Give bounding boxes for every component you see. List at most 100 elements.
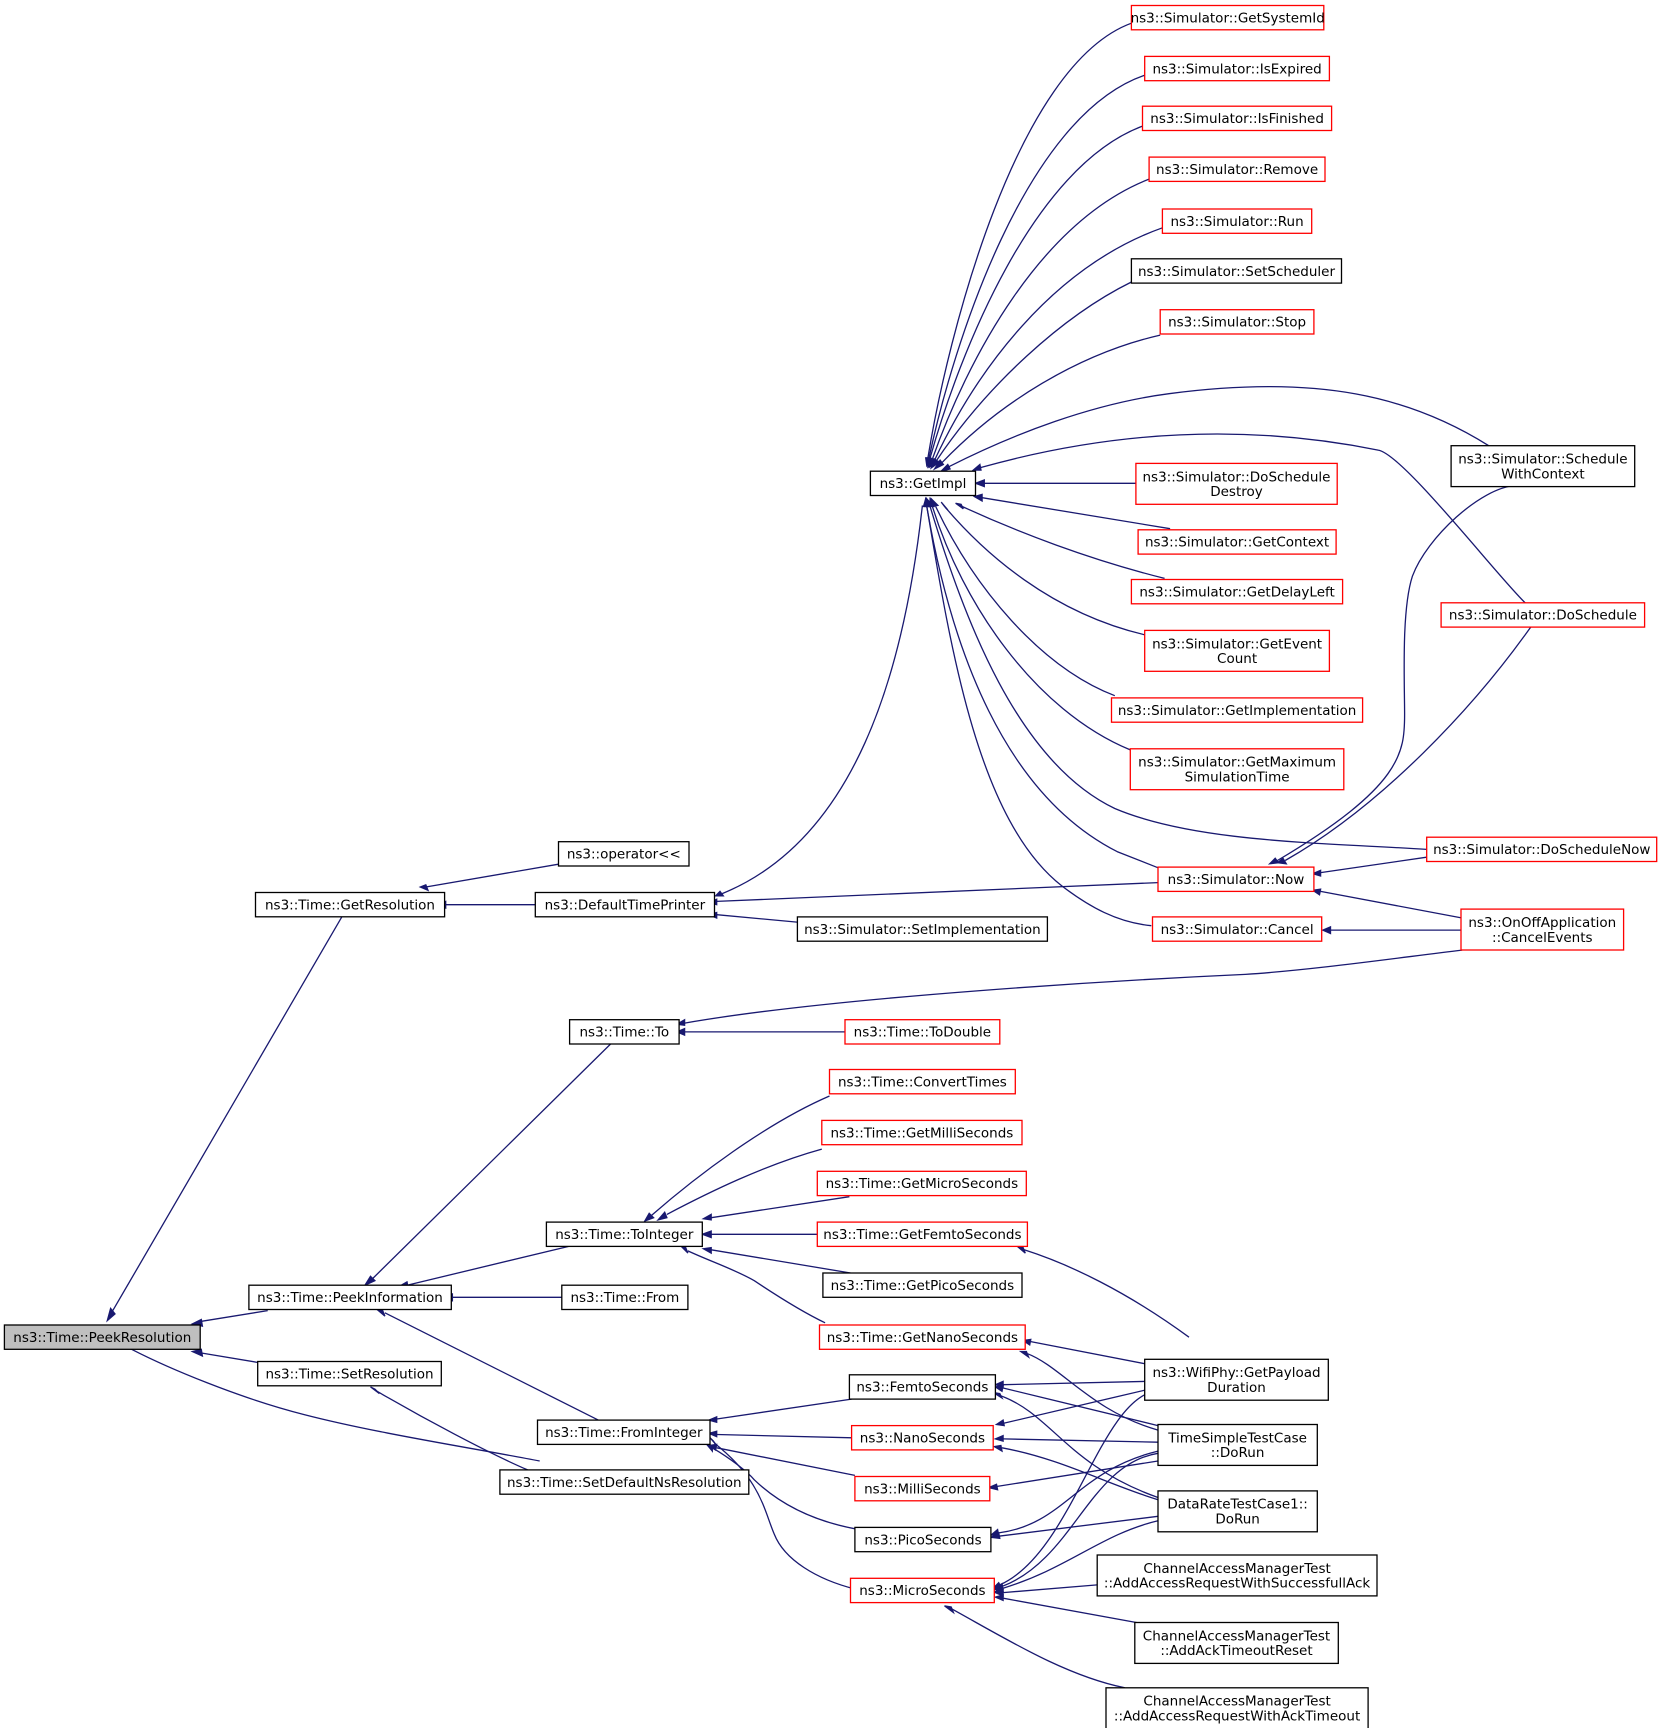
arrowhead-icon — [1311, 888, 1322, 896]
node-box — [254, 891, 446, 918]
node-box — [3, 1324, 201, 1350]
node-stop[interactable]: ns3::Simulator::Stop — [1159, 309, 1315, 335]
node-data-rate-test[interactable]: DataRateTestCase1::DoRun — [1157, 1490, 1318, 1533]
node-label: DataRateTestCase1:: — [1167, 1497, 1308, 1513]
node-get-pico[interactable]: ns3::Time::GetPicoSeconds — [822, 1272, 1023, 1298]
node-label: TimeSimpleTestCase — [1167, 1430, 1307, 1446]
node-box — [818, 1324, 1026, 1350]
arrowhead-icon — [993, 1594, 1004, 1602]
edge-time_to-to-peek_information — [363, 1042, 613, 1287]
edge-onoff_cancel-to-cancel — [1321, 925, 1463, 935]
node-label: SimulationTime — [1185, 769, 1290, 785]
node-nano-seconds[interactable]: ns3::NanoSeconds — [850, 1424, 994, 1451]
node-box — [1110, 697, 1364, 723]
node-box — [257, 1360, 442, 1387]
node-box — [536, 1419, 711, 1446]
node-label: ns3::NanoSeconds — [860, 1431, 985, 1447]
node-cam-ack-reset[interactable]: ChannelAccessManagerTest::AddAckTimeoutR… — [1134, 1621, 1339, 1665]
node-pico-seconds[interactable]: ns3::PicoSeconds — [854, 1526, 992, 1553]
node-is-expired[interactable]: ns3::Simulator::IsExpired — [1144, 55, 1331, 82]
node-get-system-id[interactable]: ns3::Simulator::GetSystemId — [1131, 4, 1325, 31]
node-get-femto[interactable]: ns3::Time::GetFemtoSeconds — [816, 1221, 1029, 1248]
node-box — [568, 1019, 680, 1045]
edge-data_rate_test-to-femto_seconds — [992, 1391, 1159, 1499]
node-box — [248, 1284, 452, 1311]
node-femto-seconds[interactable]: ns3::FemtoSeconds — [848, 1374, 997, 1400]
node-to-integer[interactable]: ns3::Time::ToInteger — [545, 1221, 703, 1248]
node-from-integer[interactable]: ns3::Time::FromInteger — [536, 1419, 711, 1446]
node-box — [545, 1221, 703, 1248]
node-to-double[interactable]: ns3::Time::ToDouble — [844, 1019, 1001, 1045]
node-run[interactable]: ns3::Simulator::Run — [1161, 208, 1313, 234]
node-box — [854, 1526, 992, 1553]
node-set-implementation[interactable]: ns3::Simulator::SetImplementation — [796, 916, 1049, 942]
node-peek-resolution[interactable]: ns3::Time::PeekResolution — [3, 1324, 201, 1350]
node-box — [1134, 1621, 1339, 1665]
node-now[interactable]: ns3::Simulator::Now — [1157, 866, 1315, 893]
node-set-default-ns[interactable]: ns3::Time::SetDefaultNsResolution — [499, 1469, 750, 1495]
node-label: ns3::Time::ConvertTimes — [838, 1075, 1007, 1091]
node-cam-success[interactable]: ChannelAccessManagerTest::AddAccessReque… — [1096, 1554, 1378, 1597]
edge-get_resolution-to-peek_resolution — [106, 916, 343, 1323]
node-label: ns3::DefaultTimePrinter — [545, 898, 706, 914]
edge-time_simple_test-to-femto_seconds — [993, 1385, 1159, 1427]
node-default-time-printer[interactable]: ns3::DefaultTimePrinter — [534, 891, 716, 918]
edge-set_default_ns-to-set_resolution — [370, 1386, 528, 1471]
node-box — [1157, 1423, 1318, 1467]
arrowhead-icon — [418, 883, 430, 892]
node-label: ns3::Simulator::IsFinished — [1150, 111, 1324, 127]
node-box — [1440, 602, 1646, 628]
edge-nano_seconds-to-from_integer — [706, 1430, 853, 1439]
edge-schedule_with_context-to-now — [1267, 484, 1516, 865]
arrowhead-icon — [656, 1210, 668, 1222]
node-do-schedule-now[interactable]: ns3::Simulator::DoScheduleNow — [1426, 836, 1658, 863]
node-label: ns3::Time::GetMilliSeconds — [830, 1125, 1013, 1141]
node-box — [821, 1119, 1023, 1146]
node-label: ns3::operator<< — [567, 847, 681, 863]
node-cancel[interactable]: ns3::Simulator::Cancel — [1151, 916, 1323, 942]
node-label: ns3::Simulator::GetImplementation — [1118, 703, 1357, 719]
arrowhead-icon — [1267, 857, 1280, 865]
node-label: ns3::PicoSeconds — [864, 1532, 981, 1548]
node-time-to[interactable]: ns3::Time::To — [568, 1019, 680, 1045]
node-label: ::AddAccessRequestWithSuccessfullAck — [1104, 1576, 1371, 1592]
node-is-finished[interactable]: ns3::Simulator::IsFinished — [1141, 105, 1333, 132]
node-time-from[interactable]: ns3::Time::From — [561, 1284, 689, 1311]
arrowhead-icon — [370, 1386, 380, 1395]
node-box — [1129, 748, 1345, 791]
node-time-simple-test[interactable]: TimeSimpleTestCase::DoRun — [1157, 1423, 1318, 1467]
node-set-resolution[interactable]: ns3::Time::SetResolution — [257, 1360, 442, 1387]
node-convert-times[interactable]: ns3::Time::ConvertTimes — [828, 1068, 1016, 1095]
node-label: ns3::Simulator::GetDelayLeft — [1139, 585, 1334, 601]
node-peek-information[interactable]: ns3::Time::PeekInformation — [248, 1284, 452, 1311]
node-get-milli[interactable]: ns3::Time::GetMilliSeconds — [821, 1119, 1023, 1146]
node-cam-ack-timeout[interactable]: ChannelAccessManagerTest::AddAccessReque… — [1105, 1687, 1369, 1728]
edge-femto_seconds-to-from_integer — [706, 1398, 852, 1424]
arrowhead-icon — [993, 1434, 1004, 1442]
node-label: ::DoRun — [1211, 1445, 1265, 1461]
node-get-micro[interactable]: ns3::Time::GetMicroSeconds — [816, 1170, 1027, 1197]
node-get-context[interactable]: ns3::Simulator::GetContext — [1137, 529, 1337, 555]
node-get-nano[interactable]: ns3::Time::GetNanoSeconds — [818, 1324, 1026, 1350]
node-milli-seconds[interactable]: ns3::MilliSeconds — [854, 1475, 991, 1502]
node-box — [1144, 1358, 1329, 1401]
node-remove[interactable]: ns3::Simulator::Remove — [1148, 156, 1326, 183]
node-onoff-cancel[interactable]: ns3::OnOffApplication::CancelEvents — [1460, 908, 1625, 951]
node-get-delay-left[interactable]: ns3::Simulator::GetDelayLeft — [1130, 578, 1344, 605]
node-label: ns3::Simulator::Run — [1171, 214, 1304, 230]
node-set-scheduler[interactable]: ns3::Simulator::SetScheduler — [1130, 258, 1343, 284]
node-operator-ll[interactable]: ns3::operator<< — [557, 841, 690, 867]
node-get-implementation[interactable]: ns3::Simulator::GetImplementation — [1110, 697, 1364, 723]
node-get-impl[interactable]: ns3::GetImpl — [869, 470, 977, 497]
arrowhead-icon — [988, 1531, 1001, 1540]
node-micro-seconds[interactable]: ns3::MicroSeconds — [849, 1577, 995, 1604]
node-do-schedule[interactable]: ns3::Simulator::DoSchedule — [1440, 602, 1646, 628]
node-label: ::CancelEvents — [1492, 930, 1593, 946]
node-get-resolution[interactable]: ns3::Time::GetResolution — [254, 891, 446, 918]
